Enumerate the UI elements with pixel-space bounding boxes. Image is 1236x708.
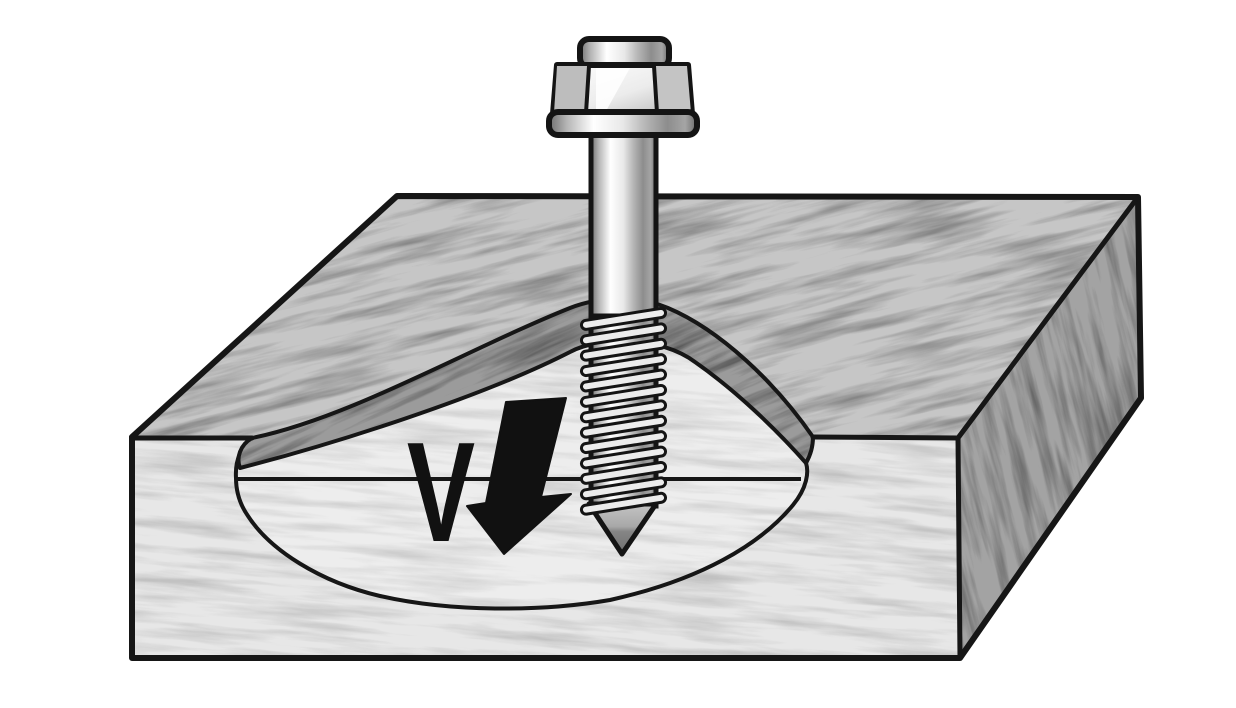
block-silhouette-edge [129,193,1144,661]
front-top-edge-right [810,434,961,441]
thread-ring [579,430,668,455]
thread-ring [579,399,668,424]
top-right-edge [955,194,1141,441]
crater-rim-outline [233,435,815,611]
screw-hex-head [550,62,695,117]
hex-highlight [596,68,630,111]
thread-ring [579,491,668,516]
concrete-screw [546,36,700,557]
screw-flange-washer [546,109,700,138]
screw-shank [588,131,659,321]
thread-ring [579,414,668,439]
thread-ring [579,476,668,501]
block-edges [129,193,1144,661]
thread-ring [579,460,668,485]
thread-ring [579,383,668,408]
thread-ring [579,445,668,470]
block-side-face [958,197,1141,658]
screw-threads [579,306,668,516]
hex-facet-right [654,66,691,113]
thread-ring [579,322,668,347]
hex-facet-left [554,66,589,113]
thread-ring [579,368,668,393]
front-right-edge [955,435,963,661]
thread-ring [579,337,668,362]
thread-ring [579,353,668,378]
shear-load-label: V [407,414,475,572]
shear-force-arrow-icon [466,397,572,555]
thread-ring [579,306,668,331]
